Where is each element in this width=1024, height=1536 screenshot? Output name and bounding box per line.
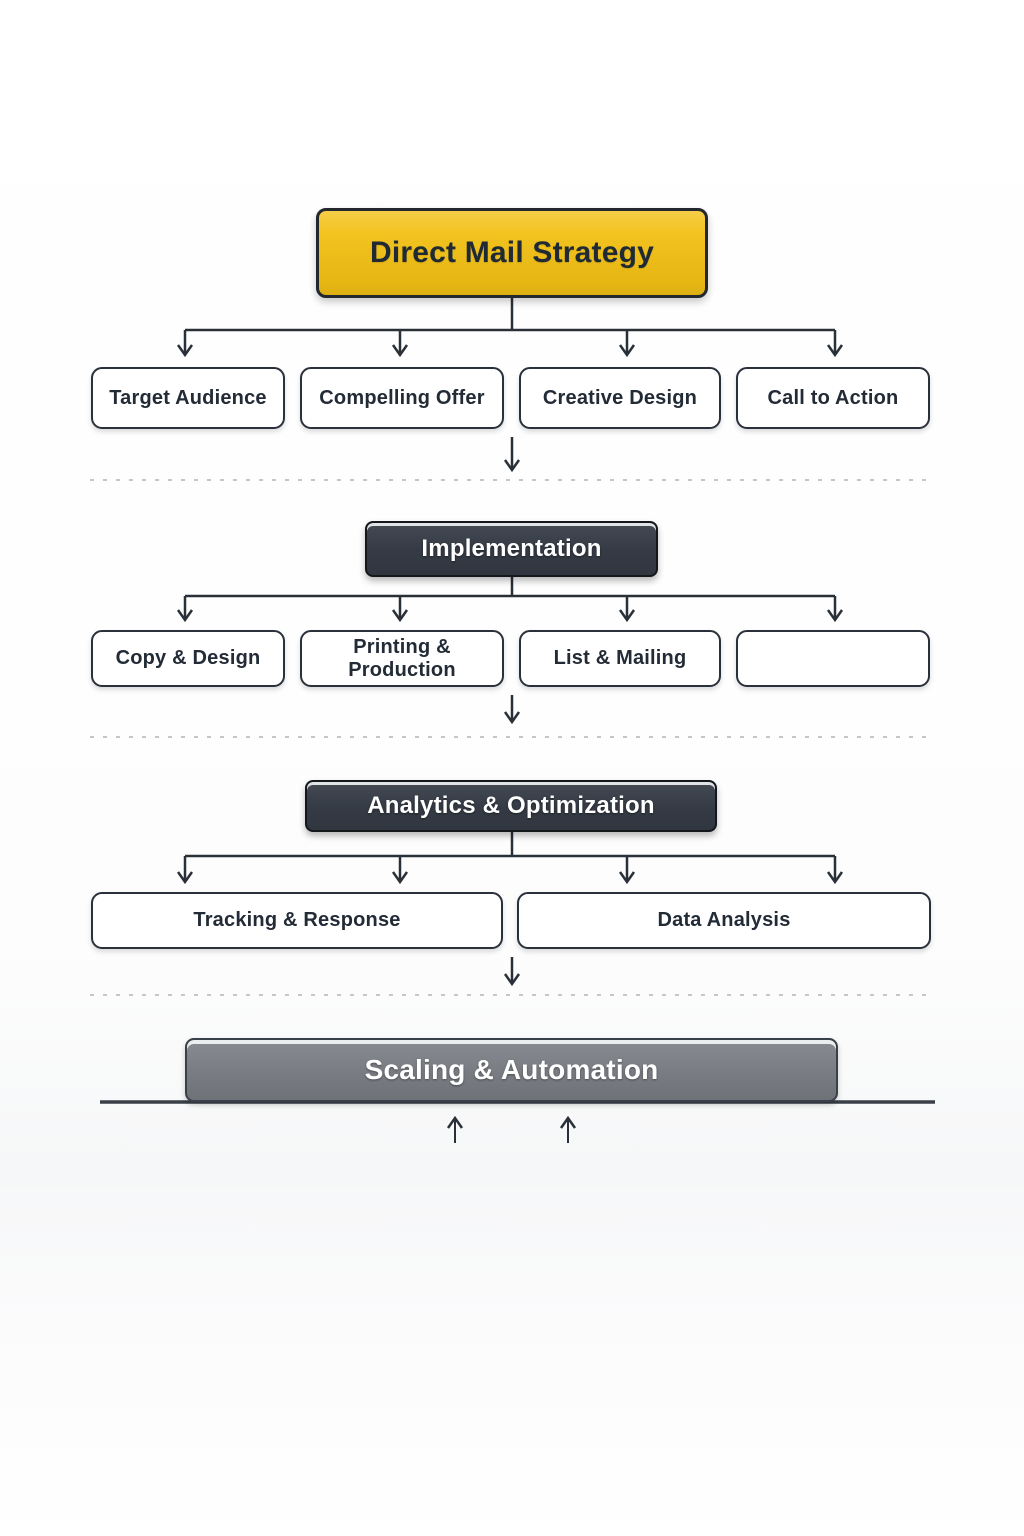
node-empty xyxy=(736,630,930,687)
connector-strategy-branch xyxy=(176,298,844,358)
node-compelling-offer: Compelling Offer xyxy=(300,367,504,429)
node-scaling-automation: Scaling & Automation xyxy=(185,1038,838,1102)
connector-implementation-branch xyxy=(176,577,844,623)
node-implementation: Implementation xyxy=(365,521,658,577)
node-analytics-optimization: Analytics & Optimization xyxy=(305,780,717,832)
feedback-up-arrows xyxy=(446,1115,577,1143)
node-tracking-response: Tracking & Response xyxy=(91,892,503,949)
node-data-analysis: Data Analysis xyxy=(517,892,931,949)
connector-analytics-branch xyxy=(176,832,844,885)
node-copy-design: Copy & Design xyxy=(91,630,285,687)
node-target-audience: Target Audience xyxy=(91,367,285,429)
node-direct-mail-strategy: Direct Mail Strategy xyxy=(316,208,708,298)
node-printing-production: Printing & Production xyxy=(300,630,504,687)
node-creative-design: Creative Design xyxy=(519,367,721,429)
node-call-to-action: Call to Action xyxy=(736,367,930,429)
node-list-mailing: List & Mailing xyxy=(519,630,721,687)
